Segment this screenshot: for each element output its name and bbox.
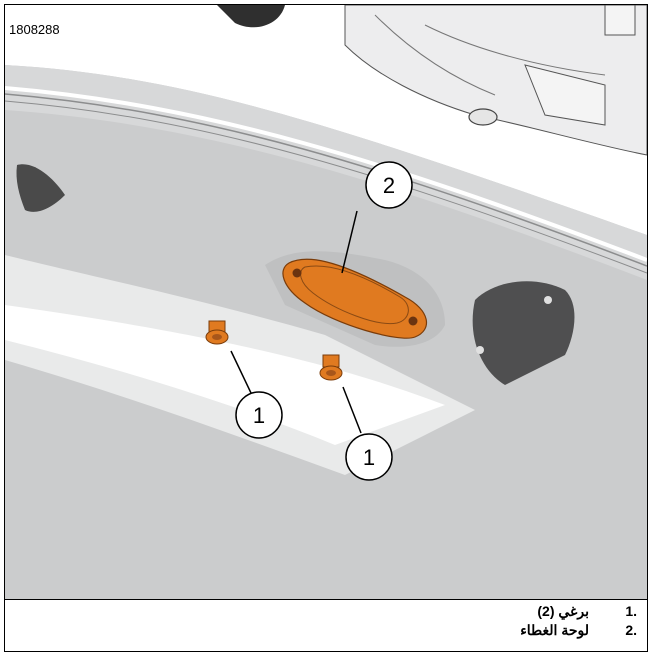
legend-divider <box>5 599 647 600</box>
left-recess <box>16 164 65 212</box>
leader-line-1b <box>342 386 362 434</box>
top-screw-head <box>468 108 498 126</box>
technical-illustration: 2 1 1 1808288 <box>5 5 647 599</box>
lower-white-band <box>5 305 445 445</box>
legend: 1. برغي (2) 2. لوحة الغطاء <box>5 603 647 641</box>
right-bracket <box>472 281 575 385</box>
bolt-right <box>319 354 343 381</box>
trim-line-highlight <box>5 86 647 262</box>
illustration-svg: 2 1 1 <box>5 5 647 599</box>
legend-row: 1. برغي (2) <box>5 603 647 622</box>
bolt-left <box>205 320 229 345</box>
leader-line-2 <box>341 210 358 274</box>
legend-number: 2. <box>625 622 637 638</box>
plate-hole-left <box>292 268 302 278</box>
legend-text: لوحة الغطاء <box>520 622 589 638</box>
legend-row: 2. لوحة الغطاء <box>5 622 647 641</box>
top-dark-part <box>217 5 285 28</box>
callout-1b-label: 1 <box>363 445 375 470</box>
figure-frame: 2 1 1 1808288 1. برغي (2) 2. لوحة الغطاء <box>4 4 648 652</box>
callout-1b: 1 <box>345 433 393 481</box>
figure-id: 1808288 <box>9 22 60 37</box>
callout-2-label: 2 <box>383 173 395 198</box>
trim-line-edge <box>5 93 647 267</box>
plate-hole-right <box>408 316 418 326</box>
callout-1a-label: 1 <box>253 403 265 428</box>
legend-number: 1. <box>625 603 637 619</box>
upper-trim-strip <box>5 65 647 280</box>
cover-plate <box>282 258 428 339</box>
callout-2: 2 <box>365 161 413 209</box>
trim-line-lower <box>5 100 647 274</box>
callout-1a: 1 <box>235 391 283 439</box>
legend-text: برغي (2) <box>537 603 589 619</box>
leader-line-1a <box>230 350 252 394</box>
